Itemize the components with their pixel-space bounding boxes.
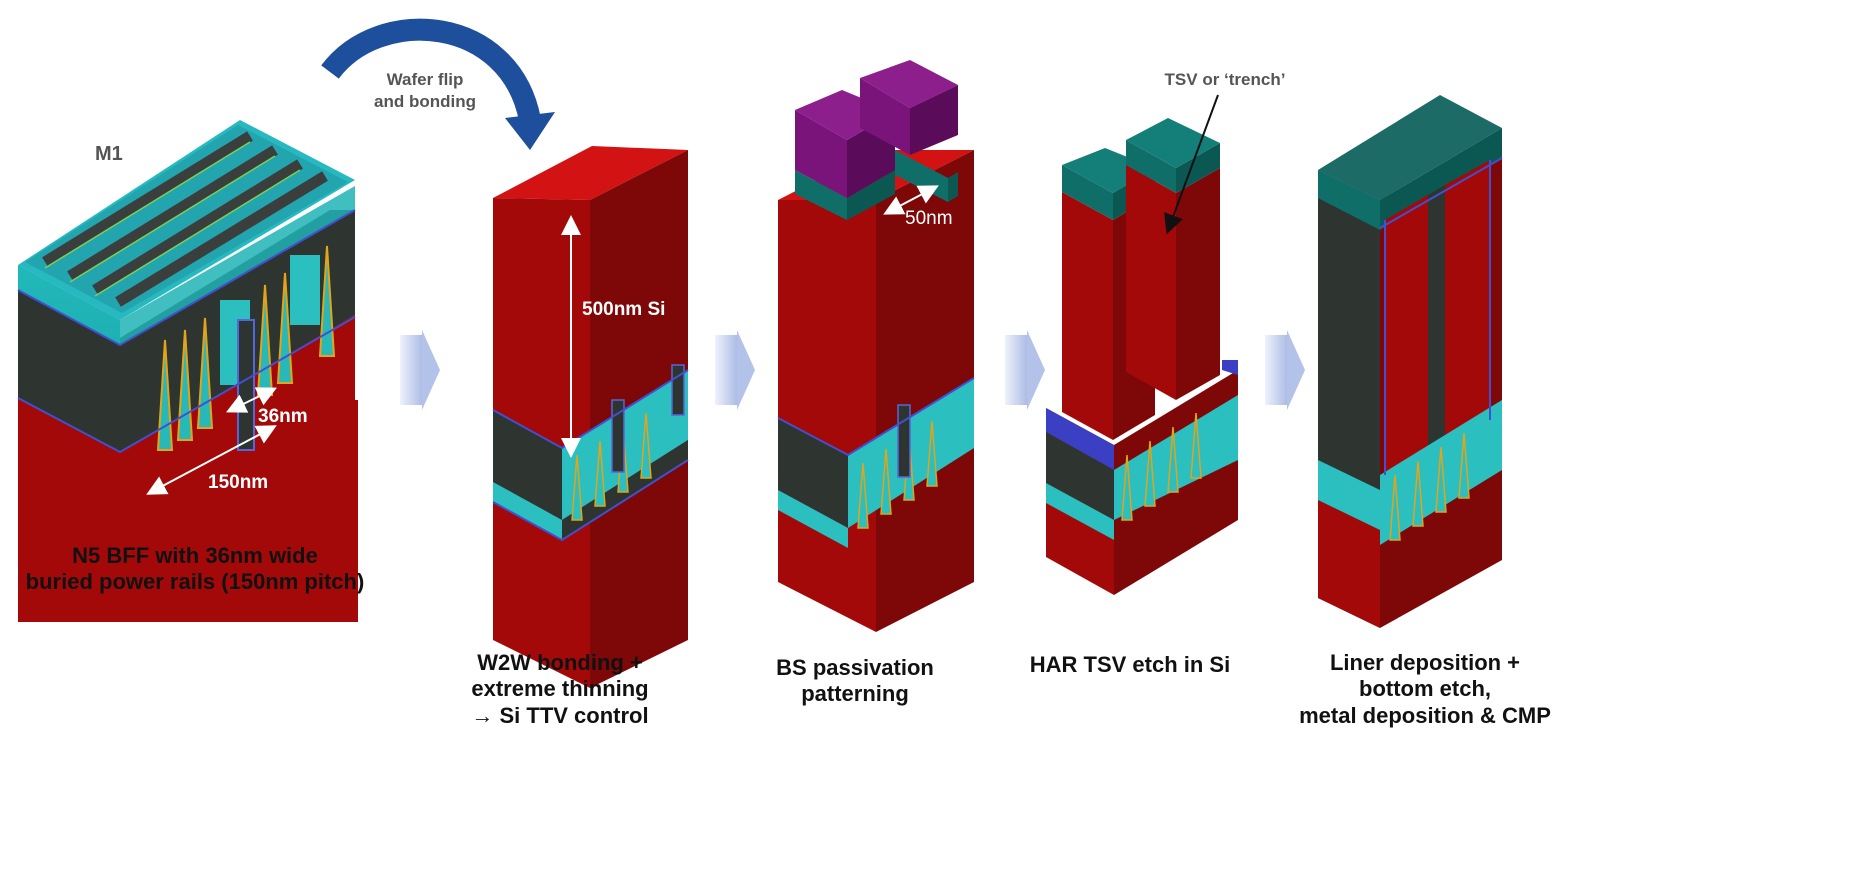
stage-3-block: [777, 60, 975, 632]
flip-label-line1: Wafer flip: [387, 70, 464, 89]
caption-stage-2-line2: extreme thinning: [471, 676, 649, 702]
dim-50-label: 50nm: [905, 208, 953, 229]
caption-stage-3-line1: BS passivation: [776, 655, 934, 680]
caption-stage-2-line3: → Si TTV control: [471, 702, 649, 728]
caption-stage-4-line1: HAR TSV etch in Si: [1029, 652, 1231, 677]
caption-stage-1-line2: buried power rails (150nm pitch): [25, 569, 365, 595]
caption-stage-1: N5 BFF with 36nm wide buried power rails…: [0, 543, 390, 596]
wafer-flip-arrow: [321, 18, 555, 150]
caption-stage-5: Liner deposition + bottom etch, metal de…: [1275, 650, 1575, 729]
dim-36-arrow: [226, 387, 277, 413]
flow-chevron-2: [715, 335, 737, 405]
m1-label: M1: [95, 143, 123, 165]
caption-stage-3-line2: patterning: [801, 681, 909, 707]
dim-150-arrow: [146, 425, 277, 495]
caption-stage-2-line1: W2W bonding +: [477, 650, 643, 675]
stage-4-block: [1046, 118, 1238, 595]
flow-chevron-3: [1005, 335, 1027, 405]
caption-stage-5-line3: metal deposition & CMP: [1299, 702, 1551, 728]
stage-2-block: [492, 146, 689, 688]
stage-5-block: [1318, 95, 1503, 628]
caption-stage-2: W2W bonding + extreme thinning → Si TTV …: [440, 650, 680, 729]
dim-500-label: 500nm Si: [582, 299, 665, 320]
tsv-label: TSV or ‘trench’: [1165, 70, 1286, 89]
caption-stage-5-line1: Liner deposition +: [1329, 650, 1521, 675]
caption-stage-4: HAR TSV etch in Si: [1010, 652, 1250, 678]
dim-50-arrow: [883, 185, 939, 215]
caption-stage-5-line2: bottom etch,: [1359, 676, 1491, 702]
tsv-pointer-arrow: [1164, 94, 1219, 235]
flow-chevron-4: [1265, 335, 1287, 405]
flip-label-line2: and bonding: [374, 92, 476, 111]
flow-chevron-1-body: [400, 335, 422, 405]
dim-150-label: 150nm: [208, 472, 268, 493]
caption-stage-3: BS passivation patterning: [745, 655, 965, 708]
caption-stage-1-line1: N5 BFF with 36nm wide: [72, 543, 318, 568]
dim-36-label: 36nm: [258, 406, 308, 427]
